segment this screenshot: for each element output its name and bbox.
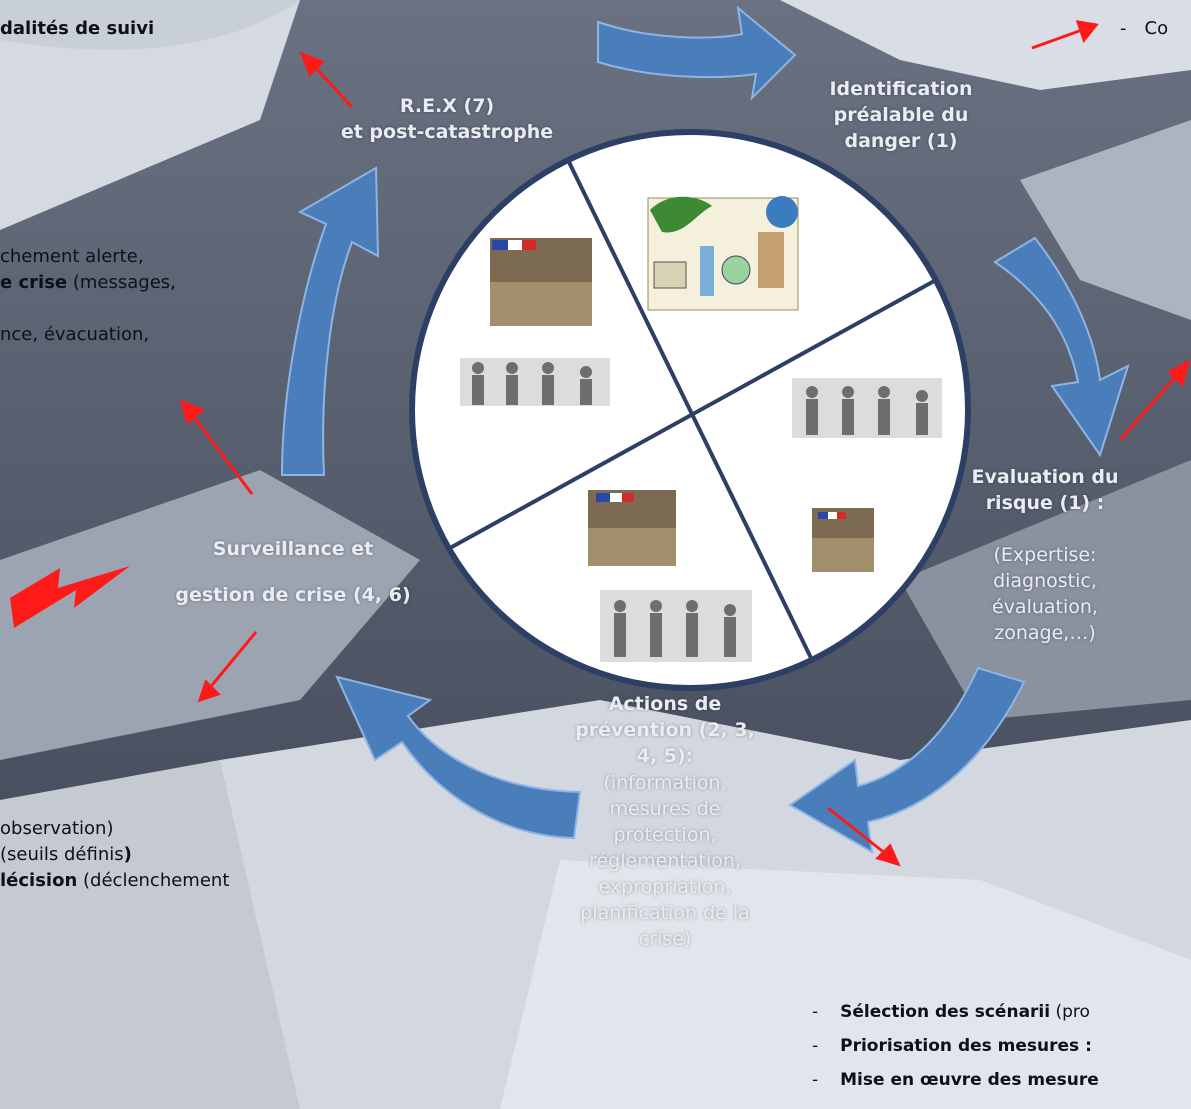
cycle-arrow-bottom-right bbox=[788, 666, 1026, 854]
note-follow-up-fragment: dalités de suivi bbox=[0, 18, 155, 39]
stage-prevention-detail: (information, mesures de protection, rég… bbox=[580, 772, 750, 950]
red-pointer-arrows bbox=[179, 20, 1191, 867]
note-bottom-right: -Sélection des scénarii (pro -Priorisati… bbox=[812, 1000, 1099, 1092]
stage-identification-label: Identification préalable du danger (1) bbox=[829, 78, 973, 152]
stage-surveillance-label: Surveillance et gestion de crise (4, 6) bbox=[175, 538, 411, 606]
list-item: -Mise en œuvre des mesure bbox=[812, 1070, 1099, 1090]
stage-evaluation-title: Evaluation du risque (1) : bbox=[971, 466, 1119, 514]
parliament-flag-icon bbox=[812, 508, 874, 572]
workers-silhouettes-icon bbox=[792, 378, 942, 438]
list-item: -Sélection des scénarii (pro bbox=[812, 1002, 1090, 1022]
note-crisis: chement alerte, e crise (messages, nce, … bbox=[0, 246, 176, 345]
stage-rex-label: R.E.X (7) et post-catastrophe bbox=[340, 95, 554, 143]
cycle-arrow-right bbox=[993, 236, 1130, 458]
list-item: -Priorisation des mesures : bbox=[812, 1036, 1092, 1056]
cycle-arrow-left bbox=[280, 166, 380, 476]
stage-evaluation-detail: (Expertise: diagnostic, évaluation, zona… bbox=[992, 544, 1098, 644]
note-top-right: -Co bbox=[1120, 18, 1169, 39]
parliament-flag-icon bbox=[588, 490, 676, 566]
cycle-arrow-top bbox=[597, 5, 797, 101]
note-monitoring: observation) (seuils définis) lécision (… bbox=[0, 818, 230, 891]
research-lab-clipart-icon bbox=[647, 196, 799, 311]
parliament-flag-icon bbox=[490, 238, 592, 326]
lightning-icon bbox=[10, 566, 130, 628]
workers-silhouettes-icon bbox=[460, 358, 610, 406]
cycle-arrow-bottom-left bbox=[335, 675, 582, 840]
stage-prevention-title: Actions de prévention (2, 3, 4, 5): bbox=[575, 693, 755, 767]
workers-silhouettes-icon bbox=[600, 590, 752, 662]
